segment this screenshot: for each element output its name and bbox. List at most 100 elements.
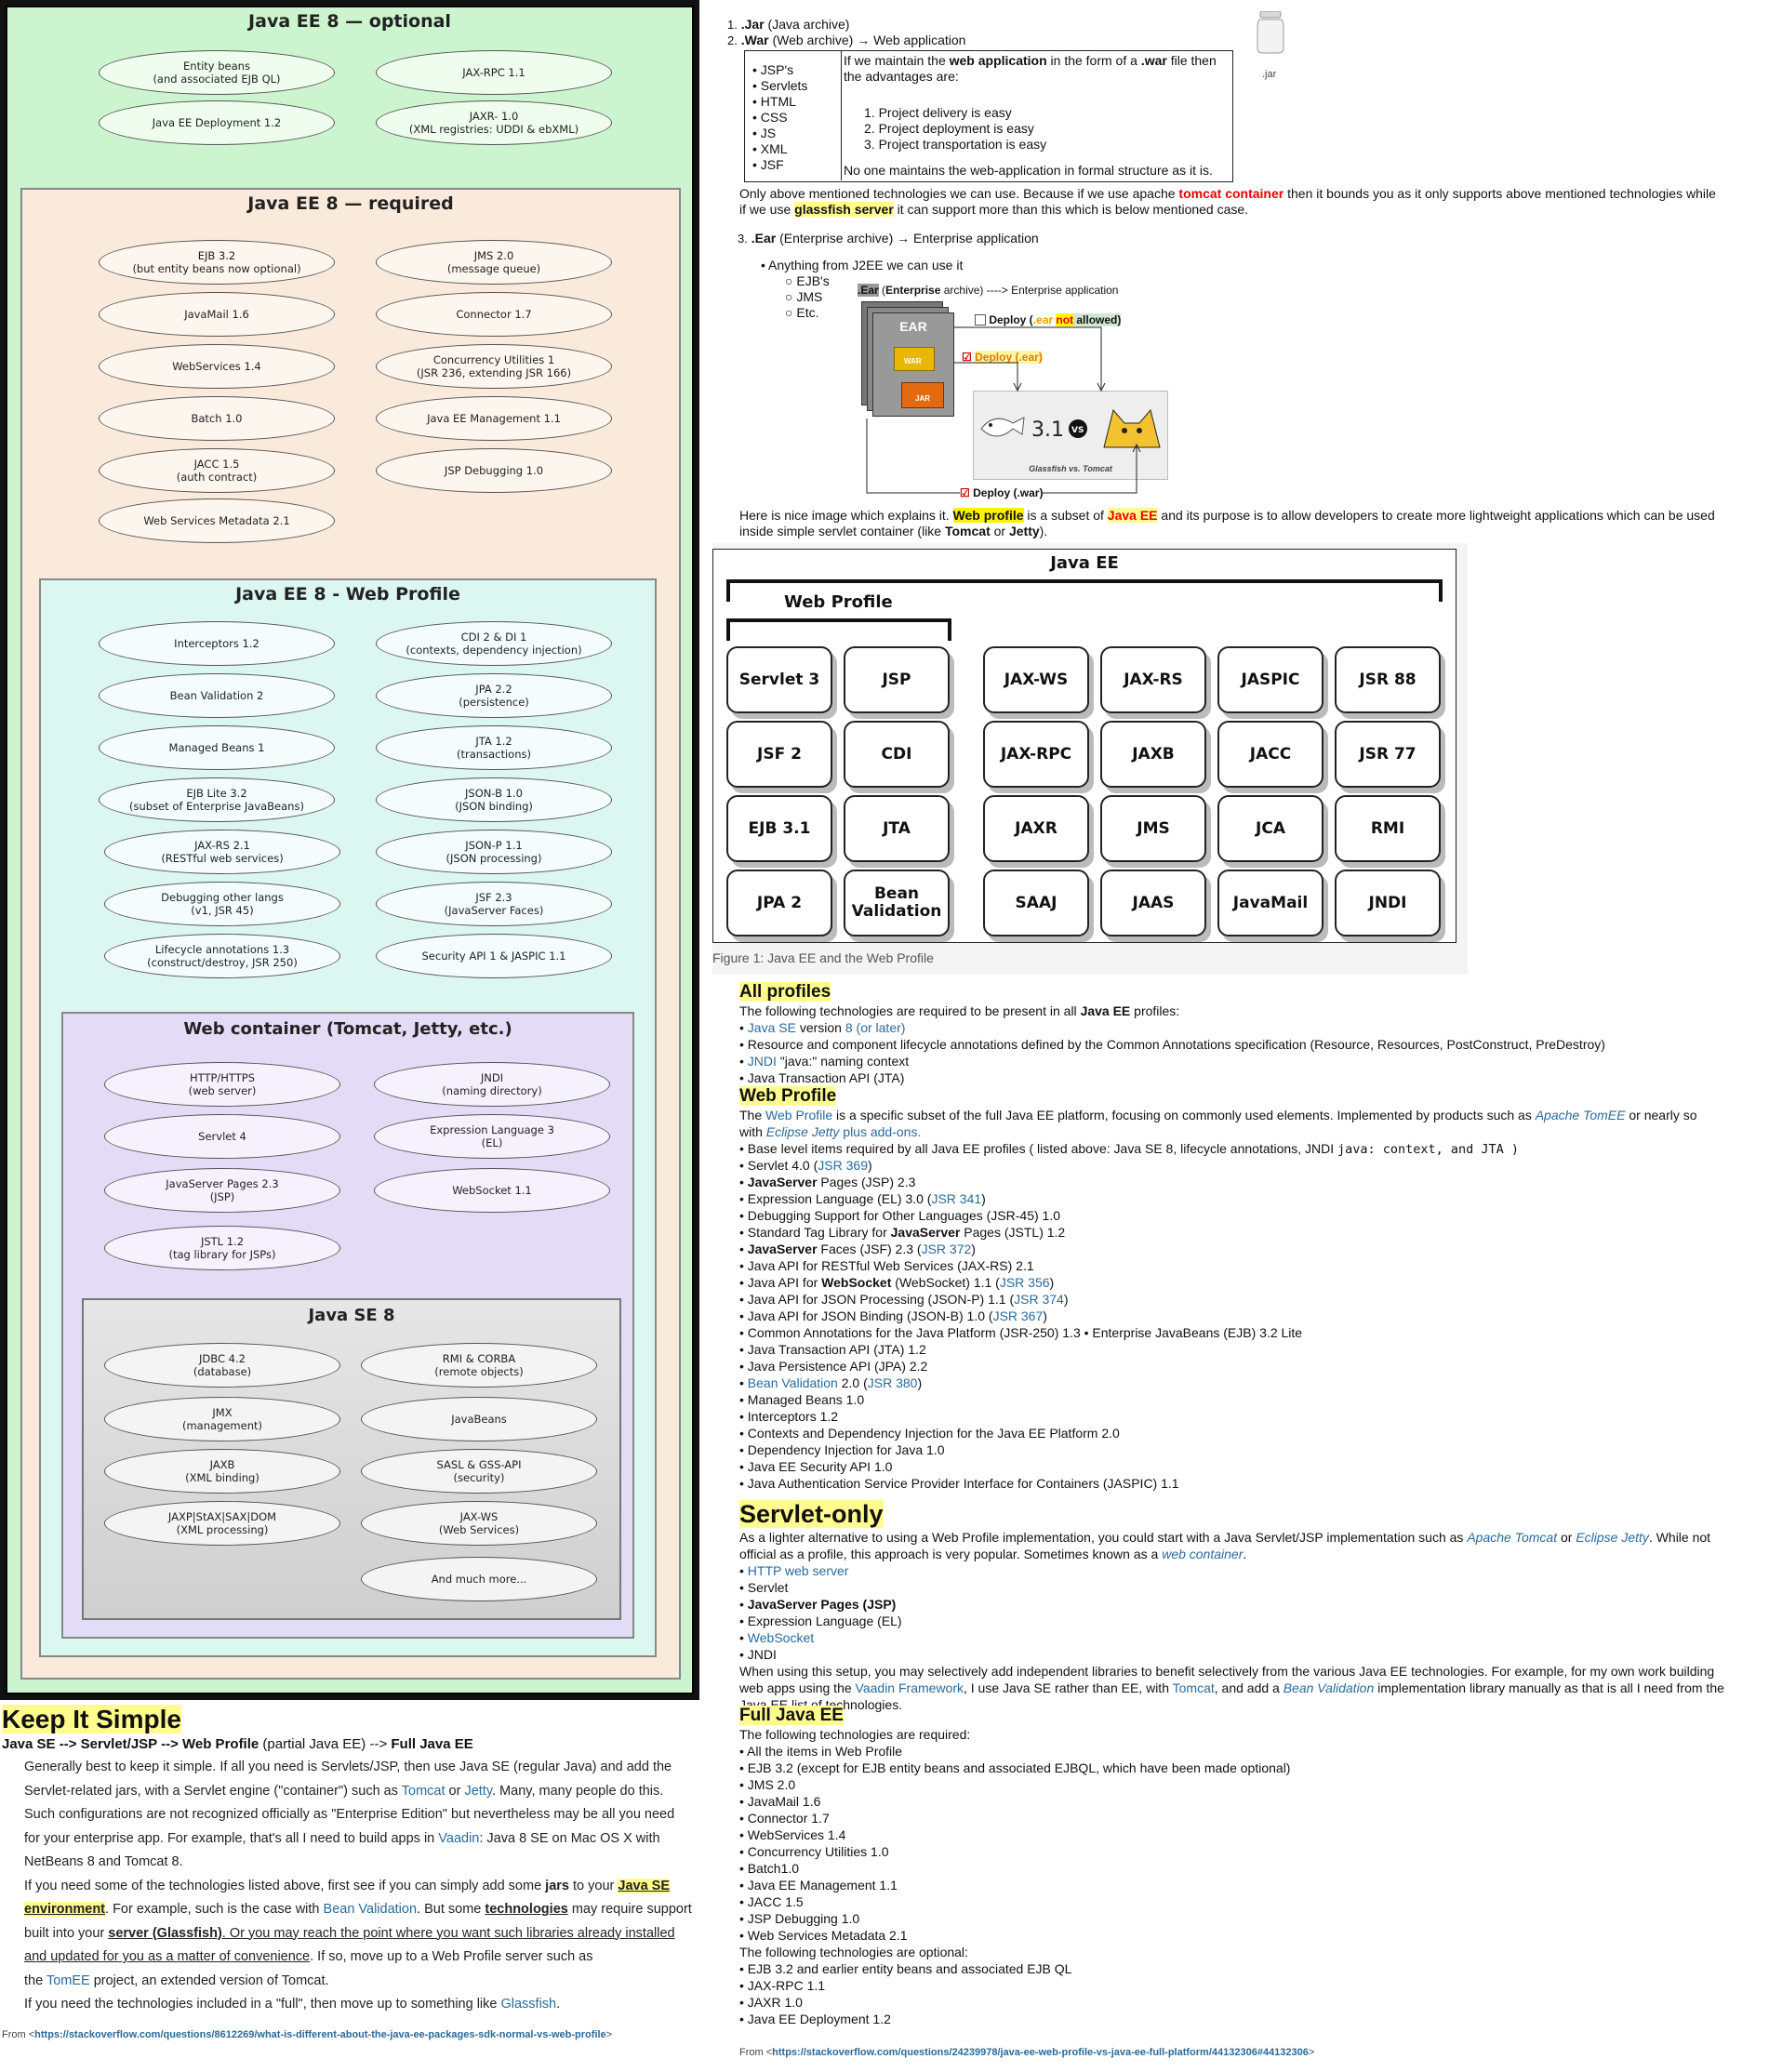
pill-req-5: Concurrency Utilities 1 (JSR 236, extend… (376, 344, 612, 389)
java-se-link[interactable]: Java SE (747, 1020, 796, 1035)
eclipse-jetty-link[interactable]: Eclipse Jetty (765, 1124, 840, 1139)
keep-paragraph-3: If you need the technologies included in… (24, 1997, 561, 2012)
pill-wp-12: Lifecycle annotations 1.3 (construct/des… (104, 934, 340, 978)
all-profiles-section: All profiles The following technologies … (739, 982, 1605, 1085)
war-tech-list: • JSP's • Servlets • HTML • CSS • JS • X… (745, 51, 842, 180)
pill-wp-0: Interceptors 1.2 (99, 621, 335, 666)
jsr-380-link[interactable]: JSR 380 (867, 1375, 918, 1390)
checkbox-checked-icon-2: ☑ (960, 486, 970, 499)
war-advantages: If we maintain the web application in th… (844, 53, 1217, 152)
figure-title: Java EE (1050, 553, 1119, 573)
jndi-link[interactable]: JNDI (747, 1054, 777, 1069)
tomcat-link[interactable]: Tomcat (401, 1783, 446, 1799)
pill-req-8: JACC 1.5 (auth contract) (99, 448, 335, 493)
tile-14: JAXR (983, 795, 1089, 862)
right-source-link[interactable]: https://stackoverflow.com/questions/2423… (772, 2047, 1309, 2058)
left-source-link[interactable]: https://stackoverflow.com/questions/8612… (34, 2028, 606, 2040)
nice-image-text: Here is nice image which explains it. We… (739, 508, 1715, 538)
web-container-title: Web container (Tomcat, Jetty, etc.) (183, 1019, 512, 1039)
tile-13: JTA (844, 795, 950, 862)
jsr-356-link[interactable]: JSR 356 (999, 1275, 1050, 1290)
ear-bullets: • Anything from J2EE we can use it ○ EJB… (761, 258, 964, 320)
vaadin-framework-link[interactable]: Vaadin Framework (855, 1680, 964, 1695)
jar-icon (1256, 10, 1285, 54)
tile-4: JASPIC (1217, 646, 1323, 713)
keep-paragraph-2: If you need some of the technologies lis… (24, 1878, 692, 1988)
item-war: 2. .War (Web archive) → Web application (727, 33, 966, 47)
tile-3: JAX-RS (1100, 646, 1206, 713)
item-ear: 3. .Ear (Enterprise archive) → Enterpris… (738, 231, 1039, 246)
svg-text:3.1: 3.1 (1031, 418, 1064, 442)
apache-tomcat-link[interactable]: Apache Tomcat (1467, 1530, 1558, 1545)
checkbox-empty (975, 314, 986, 325)
tile-1: JSP (844, 646, 950, 713)
tile-21: JAAS (1100, 870, 1206, 936)
tomcat-link-2[interactable]: Tomcat (1172, 1680, 1215, 1695)
bean-validation-link-3[interactable]: Bean Validation (1283, 1680, 1375, 1695)
servlet-only-title: Servlet-only (739, 1500, 884, 1528)
pill-req-2: JavaMail 1.6 (99, 292, 335, 337)
deploy-not-allowed: Deploy (.ear not allowed) (975, 312, 1122, 328)
java-ee-layers-diagram: Java EE 8 — optional Entity beans (and a… (0, 0, 699, 1700)
jetty-link[interactable]: Jetty (464, 1783, 492, 1799)
deploy-arrows (866, 326, 1141, 494)
tomee-link[interactable]: TomEE (46, 1972, 90, 1988)
pill-wp-3: JPA 2.2 (persistence) (376, 673, 612, 718)
apache-tomee-link[interactable]: Apache TomEE (1535, 1108, 1626, 1122)
vaadin-link[interactable]: Vaadin (438, 1830, 480, 1846)
web-profile-title: Java EE 8 - Web Profile (235, 584, 460, 604)
left-source: From <https://stackoverflow.com/question… (2, 2028, 613, 2040)
tile-23: JNDI (1335, 870, 1441, 936)
jar-card: JAR (901, 382, 944, 408)
pill-req-6: Batch 1.0 (99, 396, 335, 441)
deploy-war: ☑ Deploy (.war) (960, 485, 1044, 501)
jsr-372-link[interactable]: JSR 372 (921, 1242, 972, 1256)
bean-validation-link-2[interactable]: Bean Validation (747, 1375, 838, 1390)
tile-10: JACC (1217, 721, 1323, 788)
jsr-367-link[interactable]: JSR 367 (992, 1308, 1044, 1323)
svg-text:VS: VS (1071, 426, 1084, 435)
tile-17: RMI (1335, 795, 1441, 862)
web-container-link[interactable]: web container (1162, 1547, 1244, 1561)
pill-wp-11: JSF 2.3 (JavaServer Faces) (376, 882, 612, 926)
pill-se-6: JAXP|StAX|SAX|DOM (XML processing) (104, 1501, 340, 1546)
tile-6: JSF 2 (726, 721, 832, 788)
tile-15: JMS (1100, 795, 1206, 862)
java-se-title: Java SE 8 (308, 1306, 395, 1325)
bean-validation-link[interactable]: Bean Validation (323, 1902, 418, 1917)
required-title: Java EE 8 — required (247, 193, 454, 214)
web-profile-link[interactable]: Web Profile (765, 1108, 833, 1122)
pill-se-5: SASL & GSS-API (security) (361, 1449, 597, 1494)
tile-7: CDI (844, 721, 950, 788)
jsr-341-link[interactable]: JSR 341 (931, 1191, 982, 1206)
glassfish-link[interactable]: Glassfish (500, 1997, 557, 2012)
full-java-ee-section: Full Java EE The following technologies … (739, 1706, 1291, 2026)
all-profiles-title: All profiles (739, 982, 831, 1002)
keep-paragraph-1: Generally best to keep it simple. If all… (24, 1760, 675, 1869)
jsr-369-link[interactable]: JSR 369 (818, 1158, 868, 1173)
websocket-link[interactable]: WebSocket (747, 1630, 815, 1645)
pill-wc-5: WebSocket 1.1 (374, 1168, 610, 1213)
pill-wp-10: Debugging other langs (v1, JSR 45) (104, 882, 340, 926)
pill-se-4: JAXB (XML binding) (104, 1449, 340, 1494)
only-above-text: Only above mentioned technologies we can… (739, 186, 1716, 217)
figure-caption: Figure 1: Java EE and the Web Profile (712, 950, 934, 965)
tile-11: JSR 77 (1335, 721, 1441, 788)
pill-req-3: Connector 1.7 (376, 292, 612, 337)
web-profile-label: Web Profile (784, 592, 893, 612)
ear-deploy-image: .Ear (Enterprise archive) ----> Enterpri… (858, 279, 1174, 502)
pill-wp-5: JTA 1.2 (transactions) (376, 725, 612, 770)
tile-22: JavaMail (1217, 870, 1323, 936)
keep-title: Keep It Simple (2, 1705, 181, 1733)
pill-opt-1: JAX-RPC 1.1 (376, 50, 612, 95)
pill-wc-3: Expression Language 3 (EL) (374, 1114, 610, 1159)
jsr-374-link[interactable]: JSR 374 (1014, 1292, 1064, 1307)
ear-image-header: .Ear (Enterprise archive) ----> Enterpri… (858, 284, 1119, 297)
pill-wp-4: Managed Beans 1 (99, 725, 335, 770)
pill-se-7: JAX-WS (Web Services) (361, 1501, 597, 1546)
http-web-server-link[interactable]: HTTP web server (747, 1563, 849, 1578)
war-note: No one maintains the web-application in … (844, 163, 1213, 178)
eclipse-jetty-link-2[interactable]: Eclipse Jetty (1576, 1530, 1649, 1545)
tile-5: JSR 88 (1335, 646, 1441, 713)
pill-opt-0: Entity beans (and associated EJB QL) (99, 50, 335, 95)
